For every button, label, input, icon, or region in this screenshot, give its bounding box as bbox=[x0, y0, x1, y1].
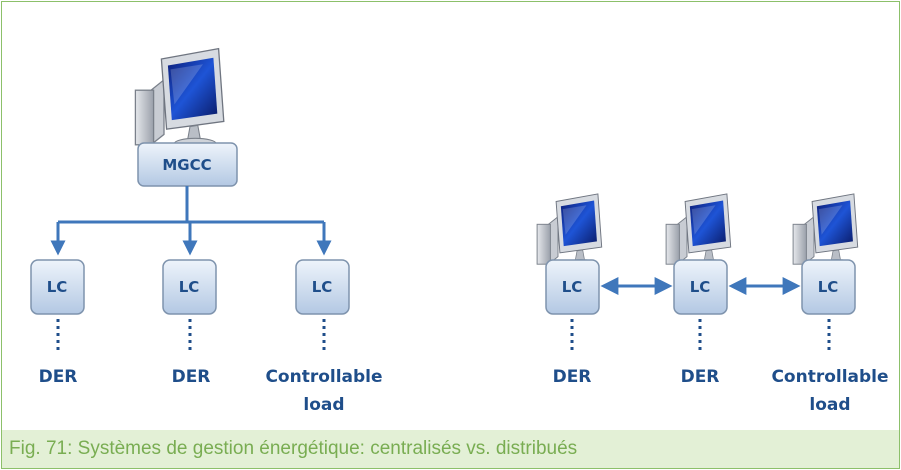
computer-icon bbox=[536, 193, 603, 268]
lc-label: LC bbox=[312, 278, 333, 296]
lc-label: LC bbox=[690, 278, 711, 296]
figure-caption: Fig. 71: Systèmes de gestion énergétique… bbox=[2, 430, 899, 468]
lc-label: LC bbox=[818, 278, 839, 296]
centralized-connectors bbox=[50, 186, 332, 256]
unit-label: Controllable bbox=[771, 367, 888, 387]
unit-label-line2: load bbox=[809, 395, 850, 415]
lc-box-3: LC bbox=[801, 259, 856, 315]
computer-icon bbox=[134, 47, 225, 150]
lc-label: LC bbox=[562, 278, 583, 296]
lc-label: LC bbox=[179, 278, 200, 296]
unit-label: DER bbox=[681, 367, 720, 387]
computer-icon bbox=[665, 193, 732, 268]
lc-box-2: LC bbox=[673, 259, 728, 315]
lc-box-1: LC bbox=[545, 259, 600, 315]
unit-label-line2: load bbox=[303, 395, 344, 415]
centralized-diagram: MGCC LC LC LC DER bbox=[30, 47, 383, 415]
distributed-diagram: LC LC LC DER DER Controllable load bbox=[536, 193, 889, 415]
dotted-links bbox=[570, 319, 831, 350]
mgcc-label: MGCC bbox=[162, 156, 211, 174]
unit-label: DER bbox=[39, 367, 78, 387]
mgcc-box: MGCC bbox=[137, 142, 238, 187]
lc-box-2: LC bbox=[162, 259, 217, 315]
unit-label: DER bbox=[553, 367, 592, 387]
lc-box-1: LC bbox=[30, 259, 85, 315]
unit-label: DER bbox=[172, 367, 211, 387]
dotted-links bbox=[56, 319, 326, 350]
lc-label: LC bbox=[47, 278, 68, 296]
computer-icon bbox=[792, 193, 859, 268]
diagram: MGCC LC LC LC DER bbox=[30, 47, 889, 415]
unit-label: Controllable bbox=[265, 367, 382, 387]
lc-box-3: LC bbox=[295, 259, 350, 315]
